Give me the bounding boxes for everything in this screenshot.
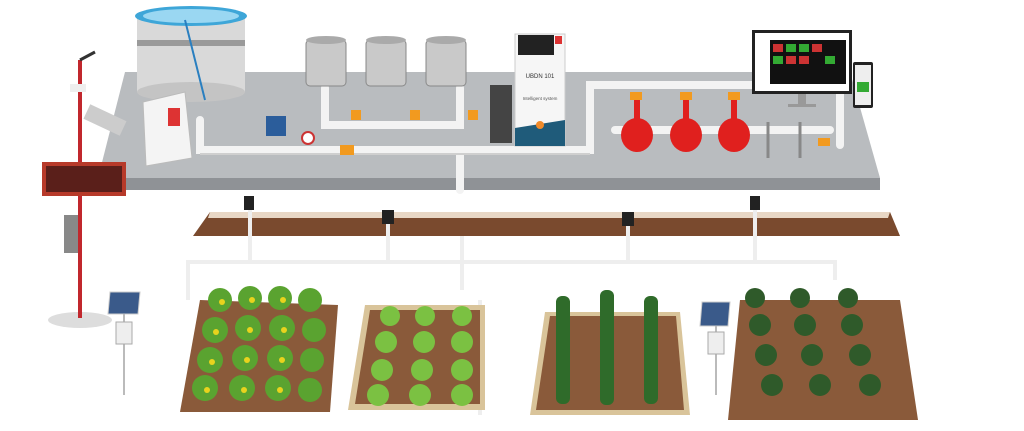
solar-sensor-right [699, 301, 731, 395]
pressure-tanks [621, 100, 750, 152]
crop-bed-corn [180, 286, 338, 412]
crop-bed-broccoli [728, 288, 918, 420]
weather-station [42, 50, 127, 328]
controller-model-text: UBDN 101 [526, 74, 555, 80]
fertilizer-tanks [305, 36, 467, 87]
monitoring-computer [752, 30, 873, 108]
filters [766, 122, 802, 158]
solar-sensor-left [107, 291, 141, 395]
pump-unit [266, 85, 512, 145]
controller-caption-text: Intelligent system [523, 96, 558, 101]
pressure-tank-1 [621, 100, 653, 152]
pressure-tank-2 [670, 100, 702, 152]
fertilizer-tank-1 [305, 36, 347, 87]
pressure-tank-3 [718, 100, 750, 152]
fertigation-controller: UBDN 101 Intelligent system [514, 33, 566, 147]
control-cabinet [142, 91, 193, 167]
valves [340, 92, 830, 155]
fertilizer-tank-2 [365, 36, 407, 87]
fertilizer-tank-3 [425, 36, 467, 87]
crop-bed-lettuce [348, 305, 485, 410]
main-irrigation-channel [193, 196, 900, 236]
water-storage-tank [135, 6, 247, 102]
crop-bed-herbs [530, 290, 690, 415]
